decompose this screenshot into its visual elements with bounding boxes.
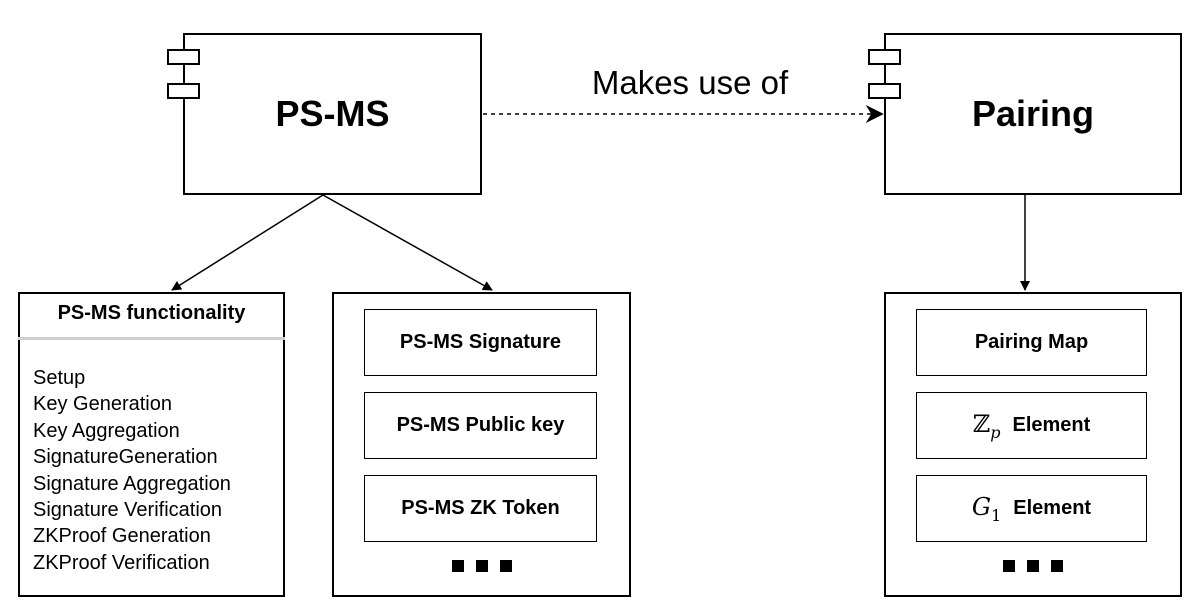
functionality-header: PS-MS functionality (57, 302, 246, 324)
list-item: Setup (33, 367, 86, 389)
arrow-to-functionality (171, 194, 324, 291)
pairing-title: Pairing (971, 93, 1095, 134)
edge-label: Makes use of (591, 64, 789, 101)
functionality-divider (18, 337, 285, 340)
zp-element-label: Element (1012, 414, 1091, 436)
ellipsis-dot (1003, 560, 1015, 572)
list-item: Key Aggregation (33, 419, 180, 442)
list-item: ZKProof Generation (33, 525, 211, 548)
ellipsis-dot (451, 560, 464, 572)
component-port-bottom (868, 83, 901, 99)
zp-element-box: ℤp Element (916, 392, 1147, 459)
more-ellipsis (332, 560, 631, 572)
functionality-box (18, 292, 285, 597)
ellipsis-dot (475, 560, 488, 572)
ellipsis-dot (1027, 560, 1039, 572)
zp-symbol: ℤp (972, 409, 1001, 442)
g1-element-box: G1 Element (916, 475, 1147, 542)
more-ellipsis (884, 560, 1182, 572)
ellipsis-dot (1051, 560, 1063, 572)
component-port-bottom (167, 83, 200, 99)
psms-zk-token-box: PS-MS ZK Token (364, 475, 597, 542)
psms-signature-box: PS-MS Signature (364, 309, 597, 376)
arrow-to-psms-types (322, 194, 493, 291)
component-port-top (167, 49, 200, 65)
ellipsis-dot (499, 560, 512, 572)
list-item: SignatureGeneration (33, 446, 218, 469)
g1-symbol: G1 (971, 492, 1002, 525)
list-item: Key Generation (33, 393, 172, 416)
functionality-list: Setup Key Generation Key Aggregation Sig… (33, 365, 231, 576)
pairing-component (884, 33, 1182, 195)
component-port-top (868, 49, 901, 65)
list-item: Signature Aggregation (33, 472, 231, 495)
list-item: Signature Verification (33, 499, 223, 522)
psms-public-key-box: PS-MS Public key (364, 392, 597, 459)
psms-title: PS-MS (275, 93, 390, 134)
pairing-map-box: Pairing Map (916, 309, 1147, 376)
list-item: ZKProof Verification (33, 551, 210, 574)
g1-element-label: Element (1013, 497, 1092, 519)
psms-component (183, 33, 482, 195)
